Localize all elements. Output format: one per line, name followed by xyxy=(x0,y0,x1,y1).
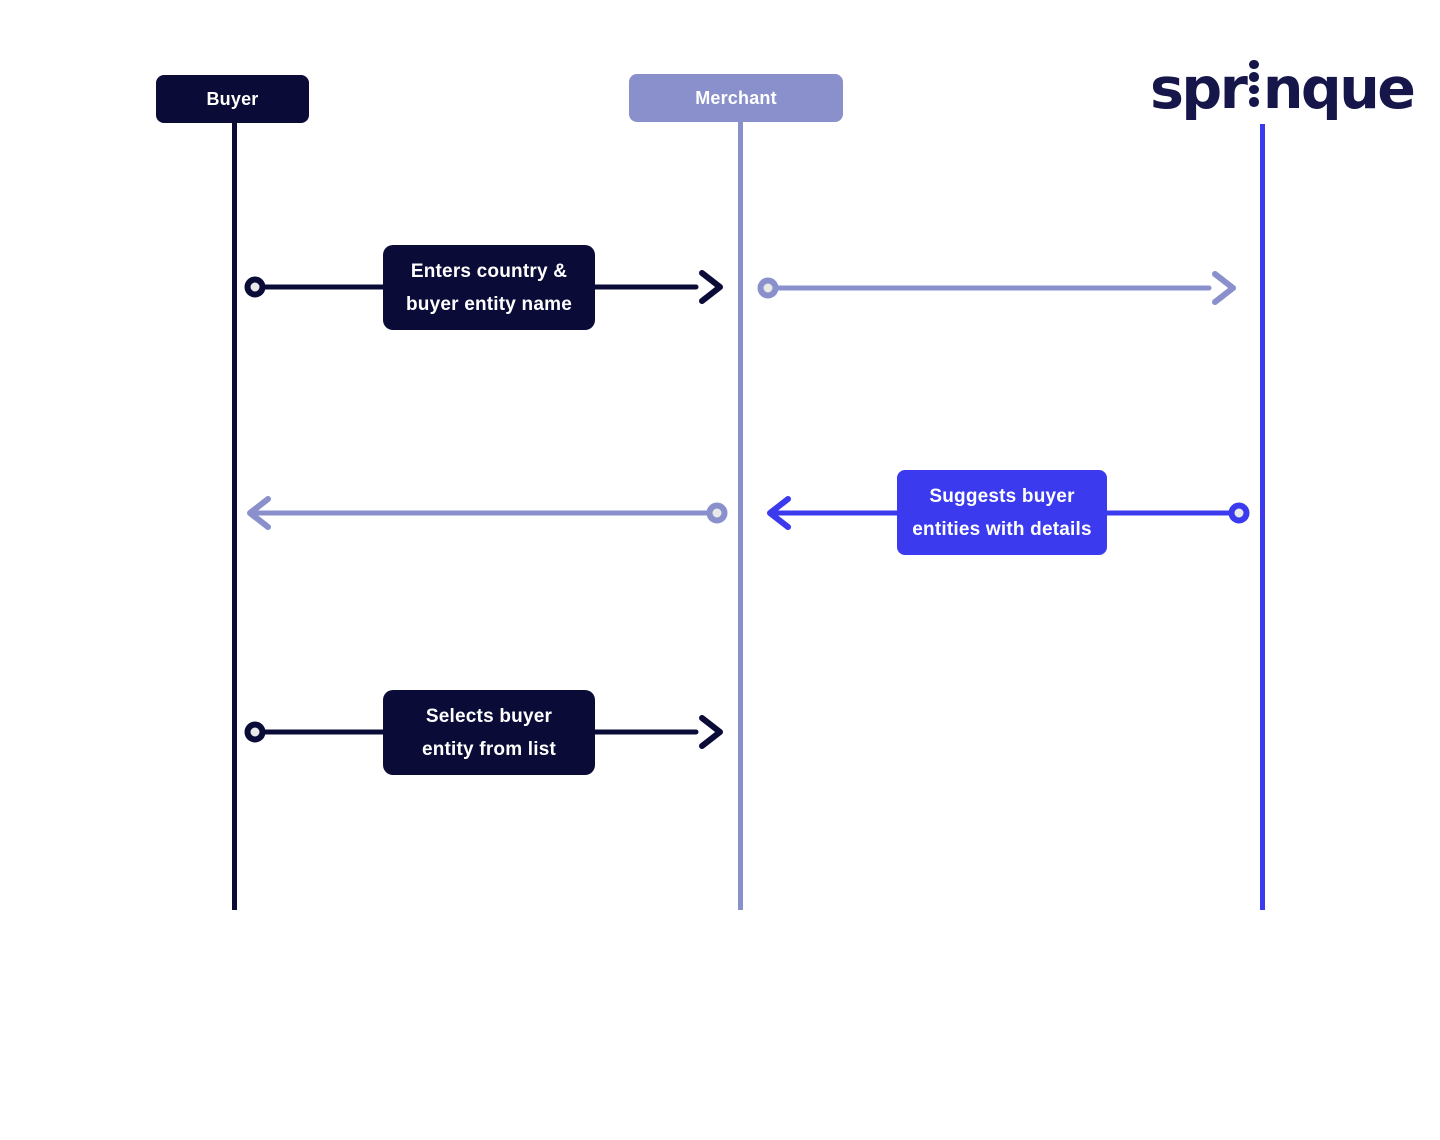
message-arrow-merchant-to-buyer xyxy=(247,496,728,530)
actor-merchant-label: Merchant xyxy=(695,87,777,108)
sprinque-logo: spr nque xyxy=(1150,56,1416,122)
actor-buyer-label: Buyer xyxy=(206,88,259,109)
arrowhead-icon xyxy=(767,496,791,530)
message-origin-node-icon xyxy=(706,502,728,524)
message-label-line: Enters country & xyxy=(410,260,568,282)
sprinque-logo-text-right: nque xyxy=(1262,56,1416,122)
message-label-enters-country: Enters country & buyer entity name xyxy=(383,245,595,330)
actor-merchant: Merchant xyxy=(629,74,843,122)
message-label-line: entities with details xyxy=(912,518,1092,540)
arrowhead-icon xyxy=(1212,271,1236,305)
message-origin-node-icon xyxy=(244,276,266,298)
message-label-line: Selects buyer xyxy=(425,705,553,727)
message-label-line: Suggests buyer xyxy=(929,485,1075,507)
message-origin-node-icon xyxy=(757,277,779,299)
message-origin-node-icon xyxy=(244,721,266,743)
message-origin-node-icon xyxy=(1228,502,1250,524)
merchant-lifeline xyxy=(738,122,743,910)
message-label-line: buyer entity name xyxy=(405,293,572,315)
message-arrow-merchant-to-sprinque xyxy=(757,271,1236,305)
actor-buyer: Buyer xyxy=(156,75,309,123)
buyer-lifeline xyxy=(232,123,237,910)
arrowhead-icon xyxy=(699,270,723,304)
sprinque-logo-dotted-i-icon xyxy=(1249,59,1259,107)
message-label-selects-entity: Selects buyer entity from list xyxy=(383,690,595,775)
arrowhead-icon xyxy=(247,496,271,530)
message-label-line: entity from list xyxy=(421,738,557,760)
sprinque-lifeline xyxy=(1260,124,1265,910)
arrowhead-icon xyxy=(699,715,723,749)
sprinque-logo-text-left: spr xyxy=(1150,56,1248,122)
message-label-suggests-entities: Suggests buyer entities with details xyxy=(897,470,1107,555)
